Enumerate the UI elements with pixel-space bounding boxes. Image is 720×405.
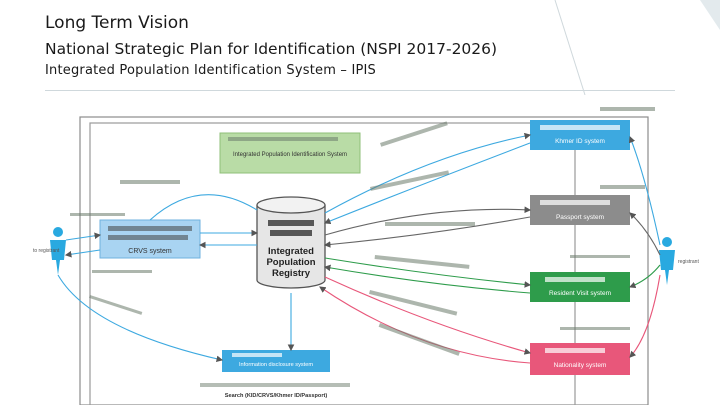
- resident-label: Resident Visit system: [549, 290, 611, 297]
- section-title: Integrated Population Identification Sys…: [45, 63, 377, 78]
- search-label: Search (KID/CRVS/Khmer ID/Passport): [225, 393, 328, 399]
- ipis-diagram: Integrated Population Identification Sys…: [33, 107, 699, 405]
- khmer-id-box: [530, 120, 630, 150]
- registrant-label: registrant: [678, 259, 699, 265]
- connector-annotations: [70, 107, 655, 356]
- registry-cylinder: Integrated Population Registry: [256, 196, 326, 289]
- right-person-icon: [659, 237, 675, 285]
- registry-line-3: Registry: [272, 268, 311, 279]
- khmer-id-label: Khmer ID system: [555, 138, 605, 145]
- slide-subtitle: National Strategic Plan for Identificati…: [45, 40, 498, 58]
- corner-decoration: [554, 0, 720, 95]
- registry-line-2: Population: [266, 257, 315, 268]
- header-divider: [45, 90, 675, 91]
- left-person-icon: [50, 227, 66, 275]
- nationality-label: Nationality system: [554, 362, 607, 369]
- registry-line-1: Integrated: [268, 246, 314, 257]
- nationality-box: [530, 343, 630, 375]
- connectors: [57, 132, 661, 364]
- ipis-box-label: Integrated Population Identification Sys…: [233, 152, 347, 158]
- to-registrant-label: to registrant: [33, 248, 60, 254]
- slide-title: Long Term Vision: [45, 13, 189, 33]
- crvs-label: CRVS system: [128, 248, 172, 255]
- inner-frame: [89, 122, 576, 405]
- resident-box: [530, 272, 630, 302]
- disclosure-label: Information disclosure system: [239, 362, 313, 368]
- passport-label: Passport system: [556, 214, 604, 221]
